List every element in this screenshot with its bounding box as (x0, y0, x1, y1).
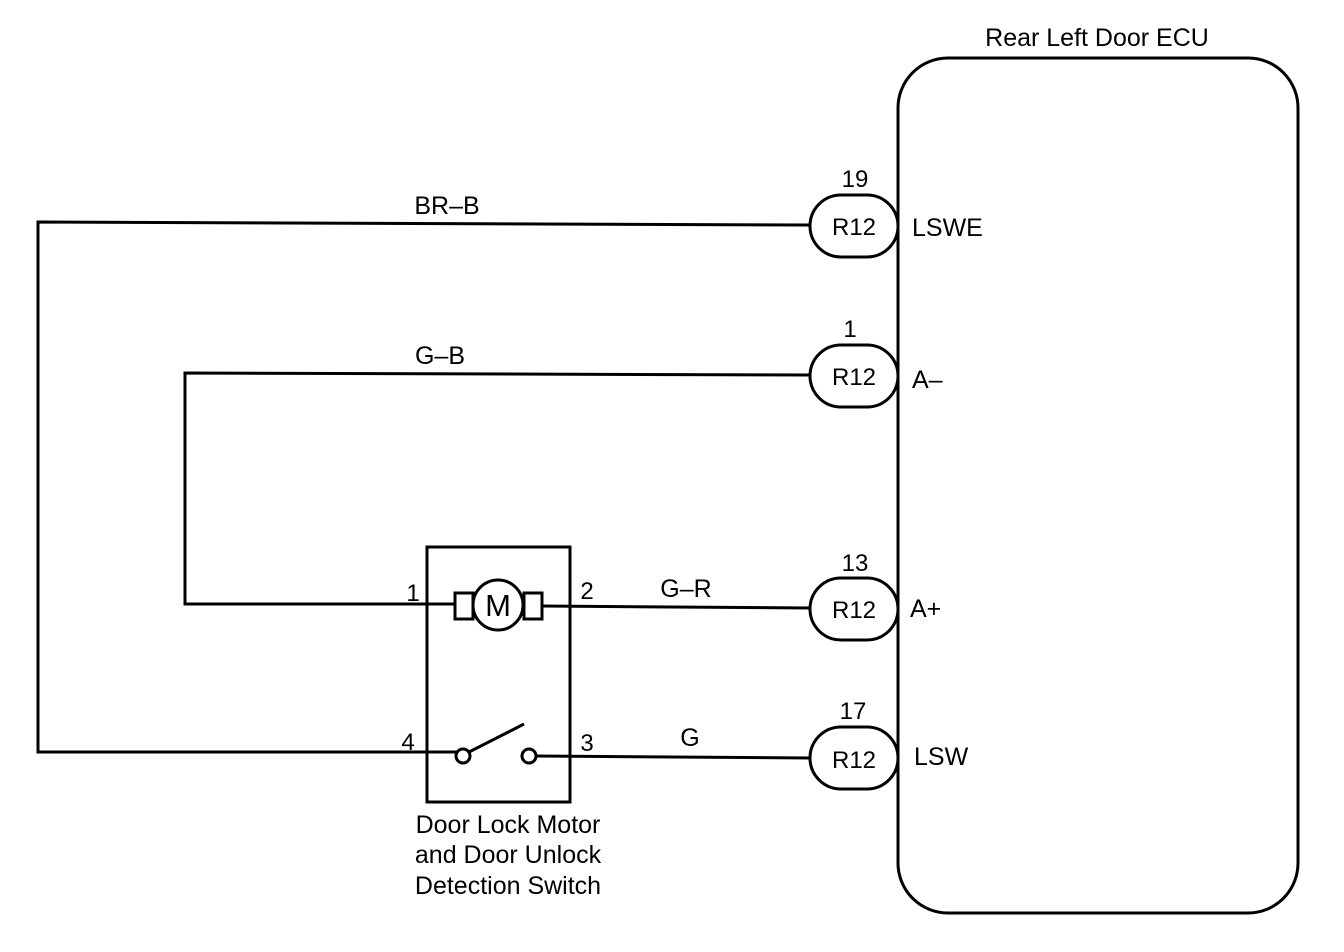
wire-g (536, 754, 811, 760)
motor-brush-left (453, 591, 475, 621)
switch-blade (468, 722, 525, 754)
component-box (425, 545, 572, 804)
pin-number-19: 19 (842, 166, 869, 193)
connector-r12-19 (808, 193, 900, 259)
motor-icon (471, 578, 525, 632)
switch-contact-right (520, 747, 538, 765)
connector-code: R12 (832, 597, 876, 624)
wire-label-g: G (680, 724, 699, 752)
wire-label-g-b: G–B (415, 342, 465, 370)
wire-g-r (541, 604, 811, 610)
signal-lswe: LSWE (912, 214, 983, 242)
signal-lsw: LSW (914, 743, 969, 771)
wire-label-g-r: G–R (660, 575, 711, 603)
connector-code: R12 (832, 364, 876, 391)
pin-number-1: 1 (843, 316, 856, 343)
connector-code: R12 (832, 214, 876, 241)
signal-a-plus: A+ (910, 595, 941, 623)
signal-a-minus: A– (912, 366, 943, 394)
wire-br-b (36, 220, 811, 754)
pin-number-17: 17 (840, 698, 867, 725)
connector-r12-1 (808, 343, 900, 409)
pin-number-13: 13 (842, 550, 869, 577)
ecu-title: Rear Left Door ECU (985, 24, 1209, 52)
ecu-body (896, 56, 1300, 915)
component-label-line-3: Detection Switch (415, 872, 601, 900)
component-label-line-1: Door Lock Motor (416, 811, 601, 839)
component-pin-1: 1 (406, 580, 419, 607)
connector-r12-13 (808, 576, 900, 642)
component-pin-3: 3 (580, 730, 593, 757)
wire-g-b (183, 371, 811, 606)
connector-code: R12 (832, 747, 876, 774)
wire-label-br-b: BR–B (414, 192, 479, 220)
component-pin-2: 2 (580, 578, 593, 605)
motor-letter: M (485, 588, 511, 623)
motor-brush-right (522, 591, 544, 621)
component-label-line-2: and Door Unlock (415, 841, 602, 869)
component-pin-4: 4 (401, 729, 414, 756)
switch-contact-left (454, 747, 472, 765)
connector-r12-17 (808, 725, 900, 791)
